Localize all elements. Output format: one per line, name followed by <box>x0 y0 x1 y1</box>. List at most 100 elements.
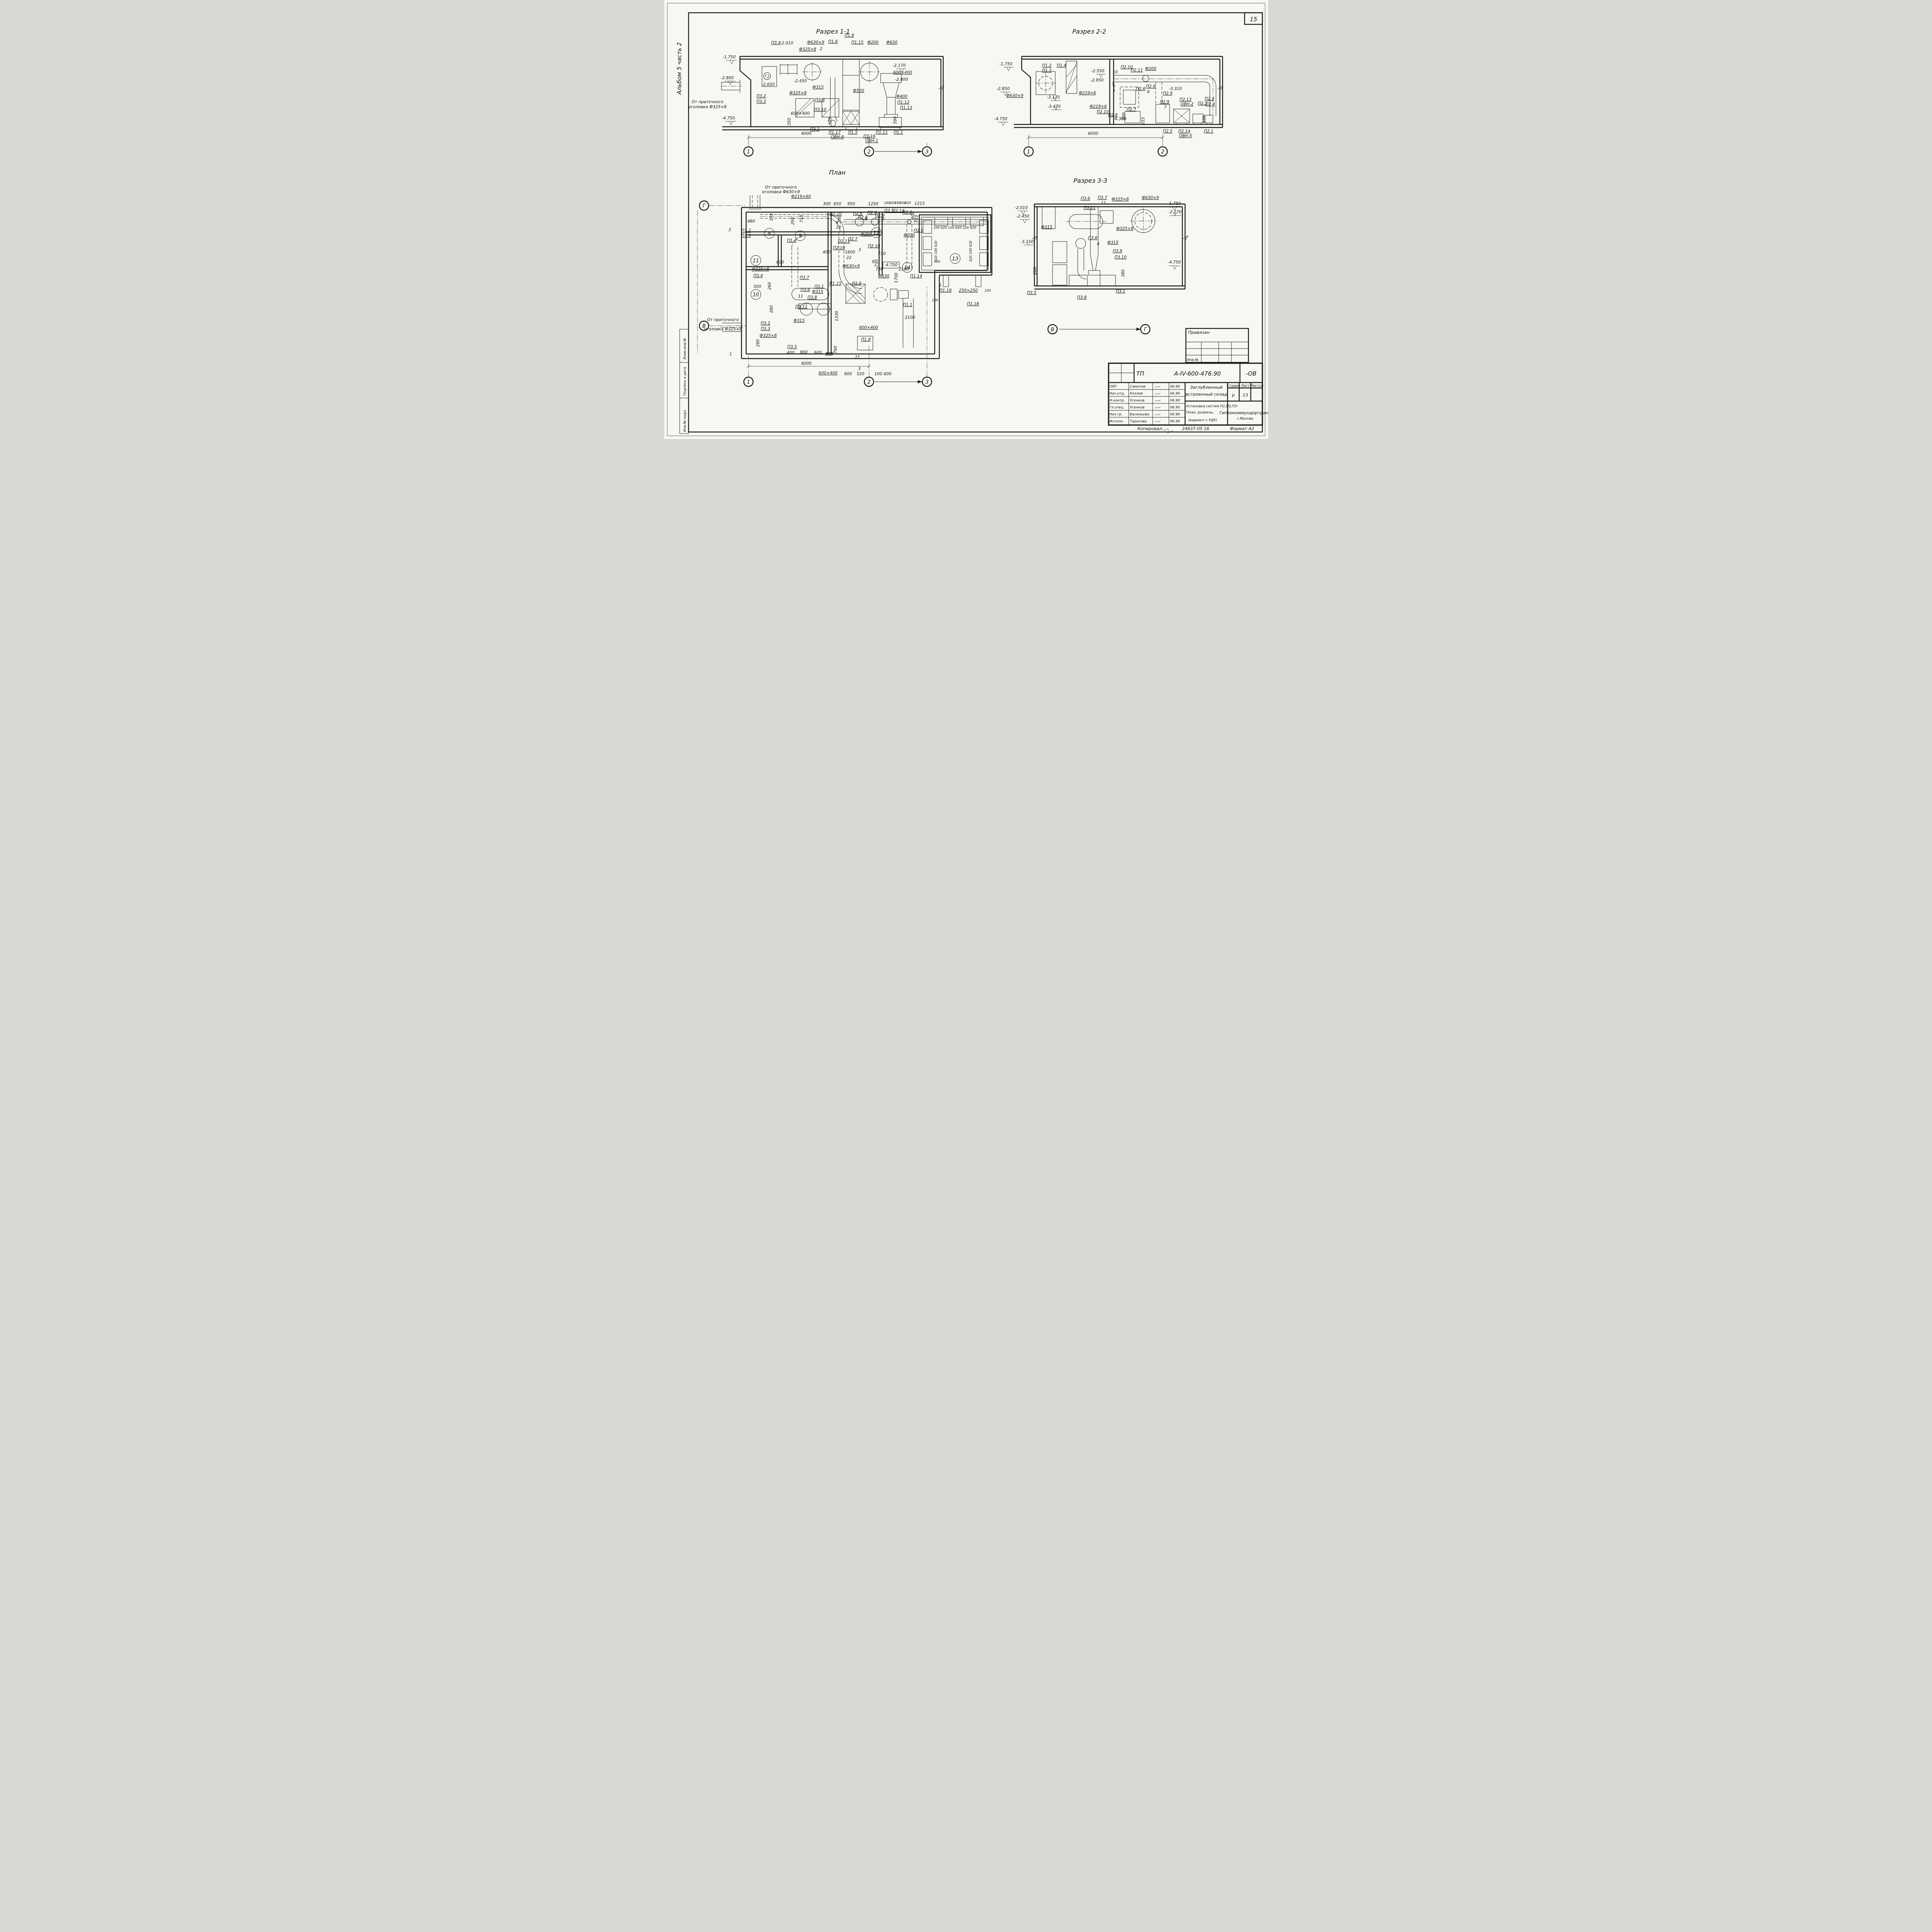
format-note: Формат А2 <box>1230 426 1254 431</box>
room-marker <box>795 230 805 241</box>
dim-label: -3.470 <box>1048 104 1061 109</box>
system-label: П1.9 <box>861 337 871 342</box>
system-label: Ф325×8 <box>799 47 816 52</box>
dim-label: 200 <box>899 201 905 205</box>
dim-label: 6000 <box>801 131 811 136</box>
sig-role: Нач.отд. <box>1109 392 1125 396</box>
system-label: П1.5 <box>848 130 857 135</box>
system-label: Ф630×9 <box>1006 94 1023 98</box>
sig-name: Самитов <box>1130 385 1146 389</box>
dim-label: 250×250 <box>959 288 978 293</box>
system-label: П3.6 <box>1088 236 1097 240</box>
axis-marker <box>1023 146 1034 157</box>
dim-label: 380 <box>1121 269 1126 277</box>
system-label: П3.5 <box>1027 291 1036 295</box>
axis-number: 1 <box>1027 149 1030 155</box>
dim-label: 730 <box>875 267 883 272</box>
axis-marker <box>864 376 874 387</box>
project-name-line2: встроенный склад <box>1185 392 1227 397</box>
system-label: П2.9 <box>1163 91 1172 96</box>
system-label: П3.5 <box>787 345 797 349</box>
system-label: П3.11 <box>1083 206 1095 210</box>
dim-label: 100 <box>984 289 990 293</box>
stage-label: Стадия <box>1226 384 1240 388</box>
system-label: П1.3 <box>741 233 751 238</box>
dim-label: 6 <box>1147 90 1150 94</box>
axis-number: Г <box>702 203 706 209</box>
dim-label: 180 <box>894 201 900 205</box>
dim-label: 10 <box>1112 70 1118 75</box>
stamp-inv: Инв.№ подл. <box>683 409 687 432</box>
system-label: П3.8 <box>807 295 817 300</box>
system-label: П2.13 <box>1179 97 1191 102</box>
system-label: П2.10 <box>868 244 880 248</box>
room-number: 14 <box>904 265 910 271</box>
dim-label: 1 <box>729 352 732 357</box>
dim-label: 3 <box>858 367 861 371</box>
sig-name: Козлов <box>1130 392 1143 396</box>
binding-box: Привязан Инв.№ <box>1185 328 1249 363</box>
album-note: Альбом 5 часть 2 <box>676 42 683 95</box>
system-label: Ф400 <box>896 94 907 99</box>
system-label: П2.5 <box>1163 129 1172 134</box>
dim-label: 100 <box>874 372 882 376</box>
system-label: Ф325×8 <box>789 91 806 95</box>
dim-label: 600×400 <box>859 325 878 330</box>
sig-role: Нач.гр. <box>1109 413 1122 417</box>
sig-name: Усенков <box>1130 399 1145 403</box>
drawing-frame <box>688 12 1263 433</box>
system-label: Ф200 <box>867 40 878 45</box>
system-label: Ф630×9 <box>807 40 824 45</box>
dim-label: 1215 <box>914 201 925 206</box>
dim-label: 160 <box>884 201 890 205</box>
dim-label: 280 <box>756 339 760 347</box>
dim-label: 1600 <box>845 250 855 255</box>
dim-label: 600×400 <box>791 111 810 116</box>
dim-label: 400 <box>822 250 830 255</box>
doc-suffix: -ОВ <box>1246 370 1257 377</box>
system-label: П2.11 <box>1131 68 1143 73</box>
room-number: 8 <box>767 231 770 237</box>
dim-label: -4.750 <box>994 117 1007 121</box>
dim-label: 300 <box>823 202 830 206</box>
system-label: П1.6 <box>828 39 838 44</box>
system-label: Ф200 <box>861 232 872 237</box>
sig-date: 06.90 <box>1170 399 1180 403</box>
system-label: Ф630 <box>886 40 897 45</box>
dim-label: 600 <box>776 260 784 265</box>
axis-marker <box>922 376 932 387</box>
dim-label: 650 <box>833 202 841 206</box>
system-label: П3.9 <box>815 98 825 102</box>
dim-label: 600×400 <box>893 70 912 75</box>
dim-label: -4.300 <box>1113 117 1126 121</box>
system-label: П2.6 <box>1136 87 1145 91</box>
dim-label: 2 <box>939 283 941 288</box>
copy-line: Копировал: 24637-05 16 Формат А2 <box>1138 426 1254 433</box>
system-label: П2.2 <box>902 210 912 215</box>
system-label: П2.9 <box>867 211 877 215</box>
system-label: П1.14 <box>910 274 922 279</box>
system-label: Ф325×8 <box>1111 197 1129 202</box>
axis-number: 2 <box>867 379 870 385</box>
signature-mark <box>1155 413 1160 416</box>
copy-number: 24637-05 16 <box>1182 426 1209 431</box>
room-marker <box>750 255 761 266</box>
system-label: П2.1 <box>1204 129 1213 134</box>
dim-label: 350 <box>787 118 792 126</box>
sig-name: Васильева <box>1130 413 1149 417</box>
system-label: Ф315 <box>812 289 823 294</box>
system-label: П1.17 <box>828 130 841 135</box>
axis-number: 1 <box>747 379 750 385</box>
dim-label: 590 <box>893 116 898 124</box>
room-number: 13 <box>952 256 958 262</box>
system-label: Ф630×9 <box>1141 196 1159 200</box>
system-label: П2.9 <box>875 213 884 218</box>
system-label: Ф630×9 <box>842 264 860 269</box>
